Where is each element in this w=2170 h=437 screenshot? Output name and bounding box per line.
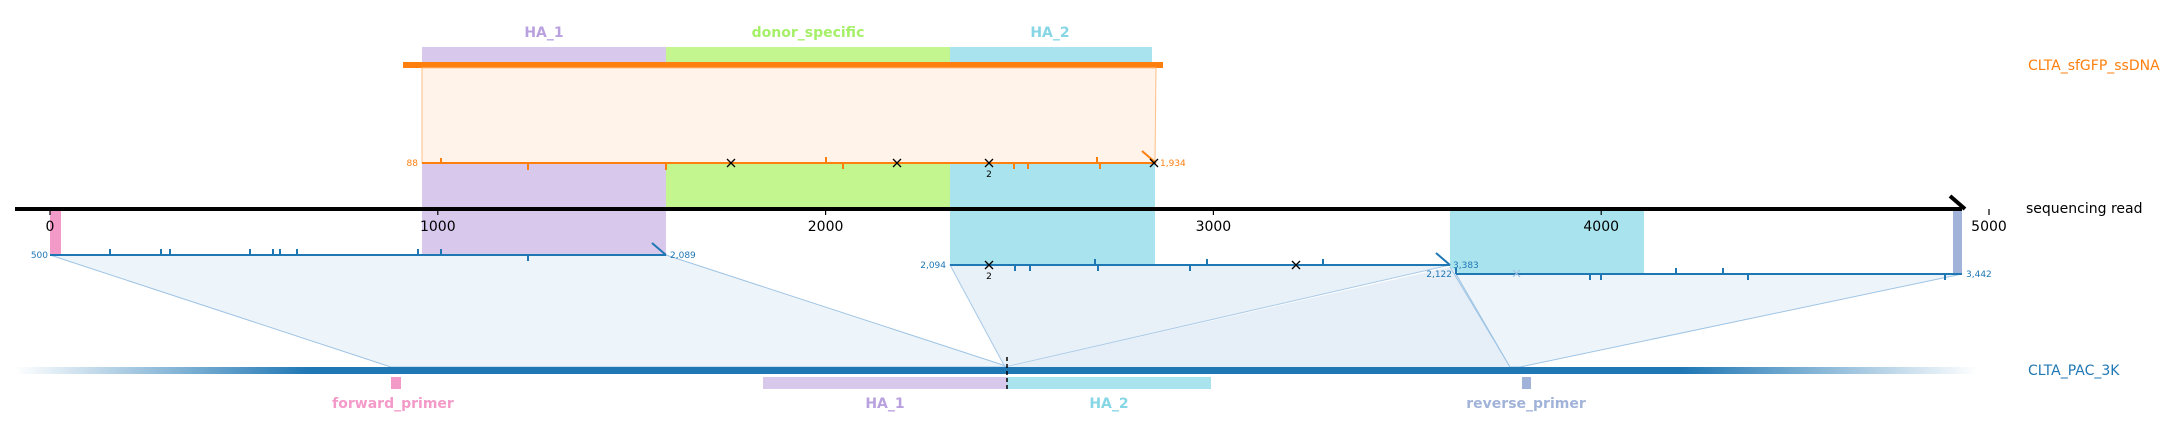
donor-feature-label-donor-specific: donor_specific	[752, 25, 865, 41]
target-alignment-1-ticks	[109, 249, 529, 261]
target-alignment-1-end-label: 2,089	[670, 251, 696, 261]
target-alignment-fan-2-fill	[1006, 267, 1510, 367]
target-feature-label-forward-primer: forward_primer	[332, 396, 454, 412]
read-axis-tick-label: 2000	[808, 219, 844, 235]
donor-feature-label-ha1: HA_1	[524, 25, 563, 41]
read-axis-tick-label: 0	[46, 219, 55, 235]
read-shade-ha1-lower	[422, 209, 666, 257]
donor-reference-line	[403, 62, 1163, 68]
target-feature-label-ha2: HA_2	[1089, 396, 1128, 412]
donor-alignment-end-hook	[1141, 150, 1157, 164]
donor-feature-label-ha2: HA_2	[1030, 25, 1069, 41]
donor-mismatch-count: 2	[986, 170, 992, 180]
read-shade-ha1-upper	[422, 163, 666, 209]
donor-feature-bar-donor-specific	[666, 47, 950, 64]
donor-reference-label: CLTA_sfGFP_ssDNA	[2028, 58, 2160, 74]
target-alignment-fan-1	[49, 254, 1010, 368]
read-axis-tick-label: 1000	[420, 219, 456, 235]
target-alignment-3-start-label: 2,122	[1426, 270, 1452, 280]
target-alignment-3-mismatch-marker	[1512, 269, 1521, 278]
donor-alignment-fan	[421, 67, 1157, 164]
read-shade-ha2-second	[1450, 209, 1644, 274]
target-alignment-1-end-hook	[651, 242, 667, 256]
donor-mismatch-markers	[726, 158, 1159, 168]
read-shade-reverse-primer	[1953, 209, 1962, 274]
target-alignment-2-start-label: 2,094	[920, 261, 946, 271]
read-axis-tick-label: 5000	[1971, 219, 2007, 235]
target-reference-line	[15, 367, 1977, 374]
target-alignment-1-start-label: 500	[31, 251, 48, 261]
target-alignment-3-end-label: 3,442	[1966, 270, 1992, 280]
read-shade-ha2-lower	[950, 209, 1155, 265]
target-feature-bar-reverse-primer	[1522, 377, 1531, 389]
donor-feature-bar-ha1	[422, 47, 666, 64]
donor-alignment-ticks	[440, 157, 1101, 170]
target-alignment-2-ticks	[1014, 259, 1324, 271]
donor-feature-bar-ha2	[950, 47, 1152, 64]
target-alignment-3-ticks	[1455, 268, 1946, 280]
target-reference-label: CLTA_PAC_3K	[2028, 363, 2120, 379]
target-alignment-2-end-label: 3,383	[1453, 261, 1479, 271]
read-axis-tick-label: 3000	[1196, 219, 1232, 235]
read-shade-donor-specific	[666, 163, 950, 209]
target-alignment-2-end-hook	[1435, 252, 1451, 266]
target-feature-bar-forward-primer	[391, 377, 401, 389]
read-shade-forward-primer	[50, 209, 61, 255]
target-feature-label-ha1: HA_1	[865, 396, 904, 412]
target-alignment-fan-3	[1455, 273, 1963, 368]
read-label: sequencing read	[2026, 201, 2142, 217]
target-feature-bar-ha2	[1007, 377, 1211, 389]
target-feature-bar-ha1	[763, 377, 1007, 389]
target-alignment-2-mismatch-markers	[984, 260, 1301, 270]
read-axis-ticks: 0 1000 2000 3000 4000 5000	[46, 209, 2007, 235]
read-shade-ha2-upper	[950, 163, 1155, 209]
donor-alignment-start-label: 88	[407, 159, 419, 169]
read-axis-tick-label: 4000	[1583, 219, 1619, 235]
target-feature-label-reverse-primer: reverse_primer	[1466, 396, 1586, 412]
donor-alignment-end-label: 1,934	[1160, 159, 1186, 169]
read-axis-arrowhead	[1948, 194, 1967, 211]
target-alignment-2-mismatch-count: 2	[986, 272, 992, 282]
